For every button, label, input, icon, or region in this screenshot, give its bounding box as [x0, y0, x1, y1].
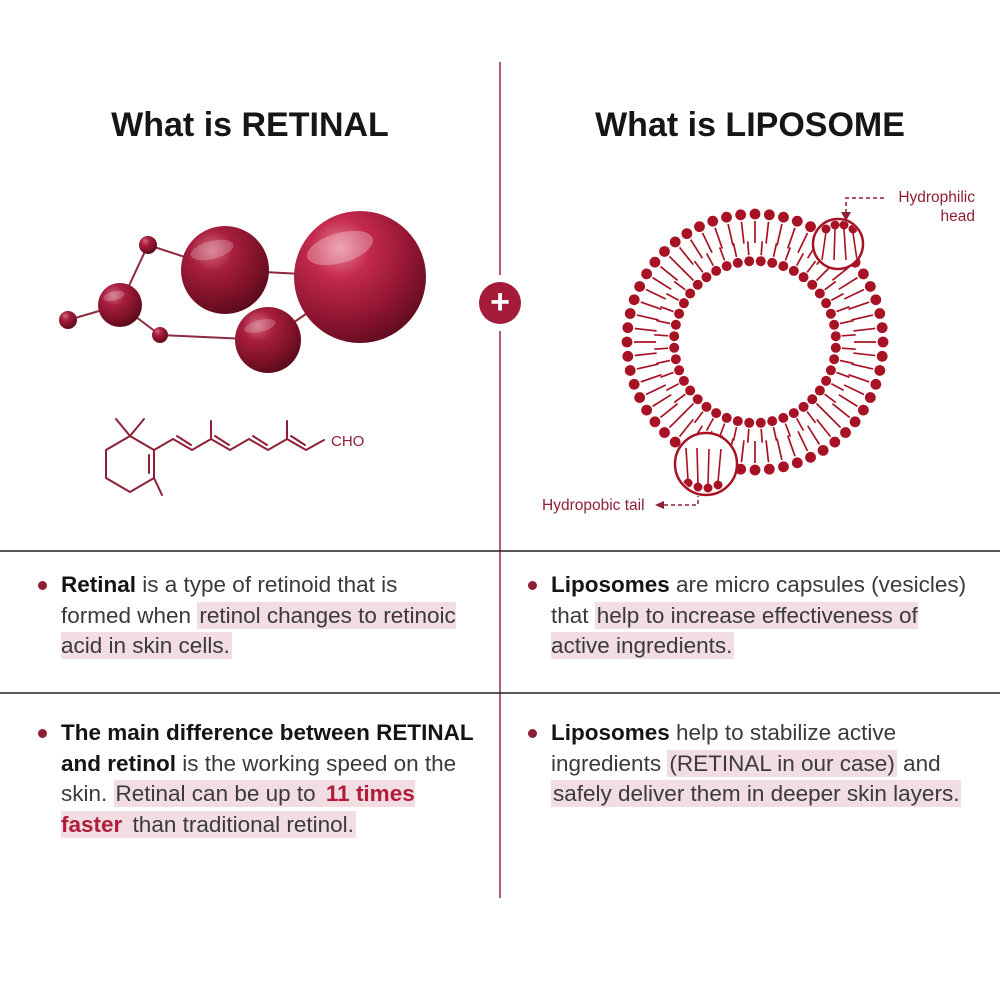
liposome-illustration: [621, 197, 889, 509]
head-callout-arrow-icon: [841, 212, 851, 221]
liposome-definition-bullet: Liposomes are micro capsules (vesicles) …: [528, 570, 976, 662]
retinal-molecule-illustration: [59, 211, 426, 373]
right-title: What is LIPOSOME: [595, 106, 905, 144]
retinal-difference-bullet: The main difference between RETINAL and …: [38, 718, 476, 840]
liposome-definition-text: Liposomes are micro capsules (vesicles) …: [551, 572, 967, 660]
retinal-definition-text: Retinal is a type of retinoid that is fo…: [61, 572, 456, 660]
retinal-difference-text: The main difference between RETINAL and …: [61, 720, 474, 838]
hydrophilic-head-label: Hydrophilic head: [898, 189, 975, 226]
retinal-chemical-structure: CHO: [105, 418, 364, 496]
horizontal-divider-2: [0, 692, 1000, 694]
liposome-benefit-bullet: Liposomes help to stabilize active ingre…: [528, 718, 976, 810]
hydrophobic-tail-label: Hydropobic tail: [542, 497, 645, 514]
left-title: What is RETINAL: [111, 106, 389, 144]
retinal-definition-bullet: Retinal is a type of retinoid that is fo…: [38, 570, 470, 662]
bullet-dot: [528, 729, 537, 738]
liposome-benefit-text: Liposomes help to stabilize active ingre…: [551, 720, 962, 808]
horizontal-divider-1: [0, 550, 1000, 552]
vertical-divider: [499, 62, 501, 898]
callout-dashed-lines: [664, 197, 884, 506]
hydrophilic-head-zoom-circle: [811, 217, 865, 271]
cho-formula-label: CHO: [331, 433, 364, 450]
bullet-dot: [38, 729, 47, 738]
bullet-dot: [528, 581, 537, 590]
tail-callout-arrow-icon: [655, 501, 664, 509]
hydrophobic-tail-zoom-circle: [673, 431, 739, 497]
bullet-dot: [38, 581, 47, 590]
plus-icon: +: [479, 282, 521, 324]
